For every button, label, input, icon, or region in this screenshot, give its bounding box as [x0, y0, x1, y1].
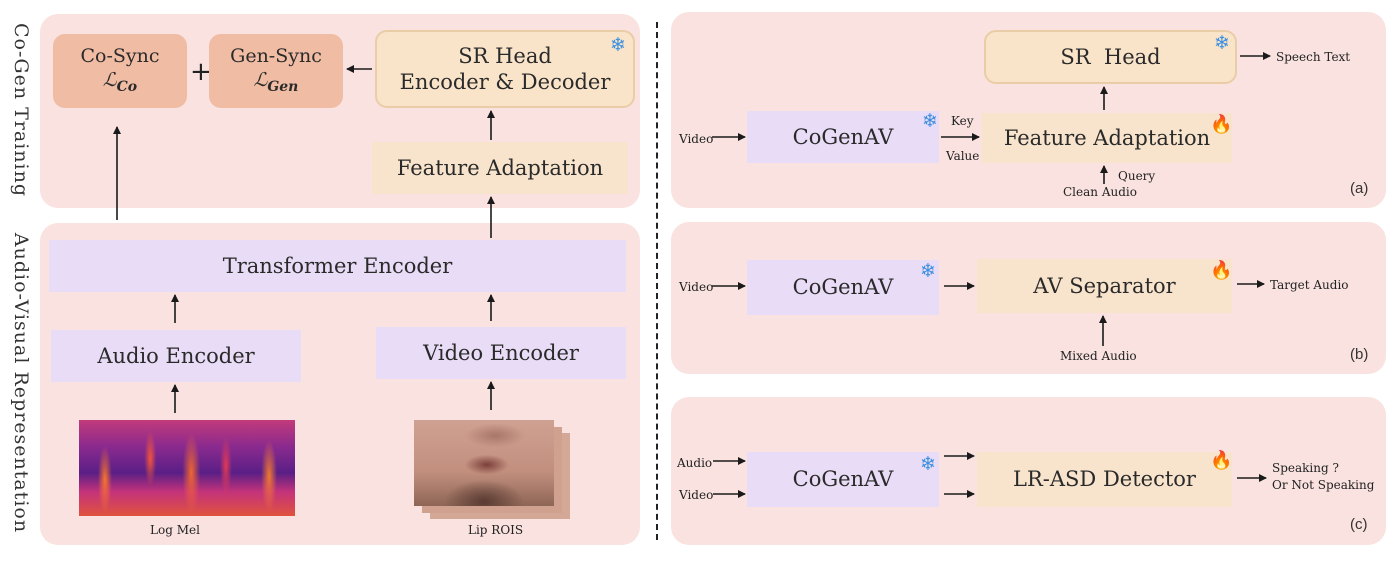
video-encoder-box: Video Encoder: [376, 327, 626, 379]
video-input-label-c: Video: [679, 488, 714, 502]
query-label: Query: [1118, 169, 1156, 183]
cogenav-box-b: CoGenAV: [747, 260, 939, 315]
plus-sign: +: [190, 57, 212, 87]
cogenav-box-a: CoGenAV: [747, 111, 939, 163]
value-label: Value: [946, 149, 980, 163]
gen-sync-label: Gen-Sync: [230, 45, 322, 68]
feature-adaptation-box-a: Feature Adaptation: [982, 113, 1232, 163]
speaking-output-label-line1: Speaking ?: [1272, 461, 1339, 475]
log-mel-spectrogram-image: [79, 420, 295, 516]
mixed-audio-label: Mixed Audio: [1060, 349, 1137, 363]
cogenav-box-c: CoGenAV: [747, 452, 939, 507]
co-sync-loss-box: Co-Sync ℒCo: [53, 34, 187, 108]
transformer-encoder-box: Transformer Encoder: [49, 240, 626, 292]
audio-input-label-c: Audio: [677, 456, 713, 470]
lip-rois-label: Lip ROIS: [468, 523, 524, 537]
lr-asd-detector-box: LR-ASD Detector: [977, 452, 1232, 507]
speech-text-output-label: Speech Text: [1276, 50, 1351, 64]
video-input-label-a: Video: [679, 132, 714, 146]
panel-a-tag: (a): [1350, 180, 1369, 197]
co-sync-label: Co-Sync: [80, 45, 160, 68]
snowflake-icon: ❄: [922, 110, 938, 132]
fire-icon: 🔥: [1210, 450, 1233, 471]
clean-audio-label: Clean Audio: [1063, 185, 1137, 199]
sr-head-line2: Encoder & Decoder: [399, 70, 611, 94]
lip-roi-frame-front: [414, 420, 554, 506]
video-input-label-b: Video: [679, 280, 714, 294]
snowflake-icon: ❄: [920, 453, 936, 475]
speaking-output-label-line2: Or Not Speaking: [1272, 478, 1375, 492]
gen-sync-loss-box: Gen-Sync ℒGen: [209, 34, 343, 108]
log-mel-label: Log Mel: [150, 523, 200, 537]
fire-icon: 🔥: [1210, 260, 1233, 281]
sr-head-encoder-decoder-box: SR Head Encoder & Decoder: [375, 30, 635, 108]
snowflake-icon: ❄: [1214, 32, 1230, 54]
dashed-divider: [656, 22, 658, 540]
feature-adaptation-box-left: Feature Adaptation: [372, 142, 628, 194]
audio-encoder-box: Audio Encoder: [51, 330, 301, 382]
panel-c-tag: (c): [1350, 516, 1368, 533]
snowflake-icon: ❄: [610, 34, 626, 56]
sr-head-line1: SR Head: [458, 43, 552, 68]
co-sync-loss-symbol: ℒCo: [102, 69, 138, 96]
gen-sync-loss-symbol: ℒGen: [253, 69, 299, 96]
target-audio-output-label: Target Audio: [1270, 278, 1349, 292]
av-separator-box: AV Separator: [977, 259, 1232, 313]
key-label: Key: [951, 114, 974, 128]
panel-b-tag: (b): [1350, 346, 1369, 363]
sr-head-box-a: SR Head: [984, 30, 1237, 84]
snowflake-icon: ❄: [920, 260, 936, 282]
fire-icon: 🔥: [1210, 114, 1233, 135]
